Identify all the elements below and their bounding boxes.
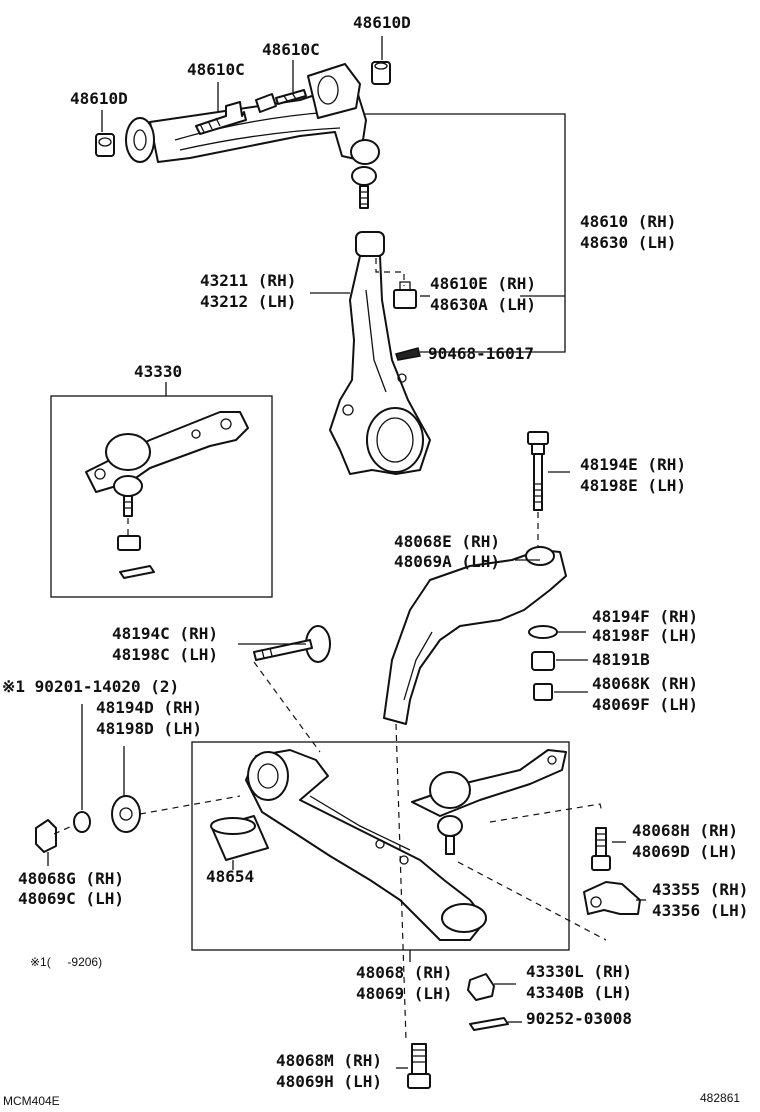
label-48654: 48654 xyxy=(206,867,254,886)
label-43356-lh: 43356 (LH) xyxy=(652,901,748,920)
label-48610d-top: 48610D xyxy=(353,13,411,32)
cam-plate xyxy=(111,795,141,833)
label-43330l-rh: 43330L (RH) xyxy=(526,962,632,981)
label-48610c-top: 48610C xyxy=(262,40,320,59)
label-48069f-lh: 48069F (LH) xyxy=(592,695,698,714)
label-48198c-lh: 48198C (LH) xyxy=(112,645,218,664)
bolt-48068h xyxy=(591,827,611,871)
strut-bolt xyxy=(527,431,549,511)
label-48069d-lh: 48069D (LH) xyxy=(632,842,738,861)
lower-bushing xyxy=(210,815,269,861)
label-48194d-rh: 48194D (RH) xyxy=(96,698,202,717)
label-48068m-rh: 48068M (RH) xyxy=(276,1051,382,1070)
diagram-code-right: 482861 xyxy=(700,1091,740,1105)
cam-bolt xyxy=(253,625,331,663)
label-48194f-rh: 48194F (RH) xyxy=(592,607,698,626)
label-48630a-lh: 48630A (LH) xyxy=(430,295,536,314)
ball-joint-box xyxy=(50,395,273,598)
label-48198d-lh: 48198D (LH) xyxy=(96,719,202,738)
label-48068h-rh: 48068H (RH) xyxy=(632,821,738,840)
knuckle-nut xyxy=(393,281,417,309)
label-48068e-rh: 48068E (RH) xyxy=(394,532,500,551)
label-43212-lh: 43212 (LH) xyxy=(200,292,296,311)
label-43330: 43330 xyxy=(134,362,182,381)
label-48068k-rh: 48068K (RH) xyxy=(592,674,698,693)
nut-48191b xyxy=(531,651,555,671)
upper-control-arm xyxy=(125,63,380,209)
label-48069-lh: 48069 (LH) xyxy=(356,984,452,1003)
label-48610c-left: 48610C xyxy=(187,60,245,79)
nut-48068g xyxy=(35,819,57,853)
label-48069h-lh: 48069H (LH) xyxy=(276,1072,382,1091)
upper-hardware xyxy=(95,61,391,157)
label-48069a-lh: 48069A (LH) xyxy=(394,552,500,571)
label-90252-03008: 90252-03008 xyxy=(526,1009,632,1028)
bracket-43355 xyxy=(583,881,641,915)
label-48068-rh: 48068 (RH) xyxy=(356,963,452,982)
label-48194c-rh: 48194C (RH) xyxy=(112,624,218,643)
washer-90201 xyxy=(73,811,91,833)
label-43340b-lh: 43340B (LH) xyxy=(526,983,632,1002)
label-43211-rh: 43211 (RH) xyxy=(200,271,296,290)
lower-arm-ball-joint xyxy=(411,749,567,855)
label-48194e-rh: 48194E (RH) xyxy=(580,455,686,474)
diagram-code-left: MCM404E xyxy=(3,1094,60,1108)
bolt-48068m xyxy=(407,1043,431,1089)
label-48630-lh: 48630 (LH) xyxy=(580,233,676,252)
label-90201-14020: ※1 90201-14020 (2) xyxy=(2,677,179,696)
washer xyxy=(528,625,558,639)
label-48069c-lh: 48069C (LH) xyxy=(18,889,124,908)
cotter-90252 xyxy=(469,1017,509,1031)
lower-control-arm xyxy=(245,749,487,941)
cotter-pin xyxy=(119,565,155,579)
nut-43330l xyxy=(467,973,495,1001)
lower-arm-box xyxy=(191,741,570,951)
label-48198e-lh: 48198E (LH) xyxy=(580,476,686,495)
footnote: ※1( -9206) xyxy=(30,955,102,969)
label-43355-rh: 43355 (RH) xyxy=(652,880,748,899)
label-48198f-lh: 48198F (LH) xyxy=(592,626,698,645)
label-90468-16017: 90468-16017 xyxy=(428,344,534,363)
nut-48068k xyxy=(533,683,553,701)
lower-ball-joint xyxy=(85,411,249,517)
castle-nut xyxy=(117,535,141,551)
label-48068g-rh: 48068G (RH) xyxy=(18,869,124,888)
label-48610e-rh: 48610E (RH) xyxy=(430,274,536,293)
steering-knuckle xyxy=(329,231,431,475)
label-48610d-left: 48610D xyxy=(70,89,128,108)
label-48191b: 48191B xyxy=(592,650,650,669)
label-48610-rh: 48610 (RH) xyxy=(580,212,676,231)
